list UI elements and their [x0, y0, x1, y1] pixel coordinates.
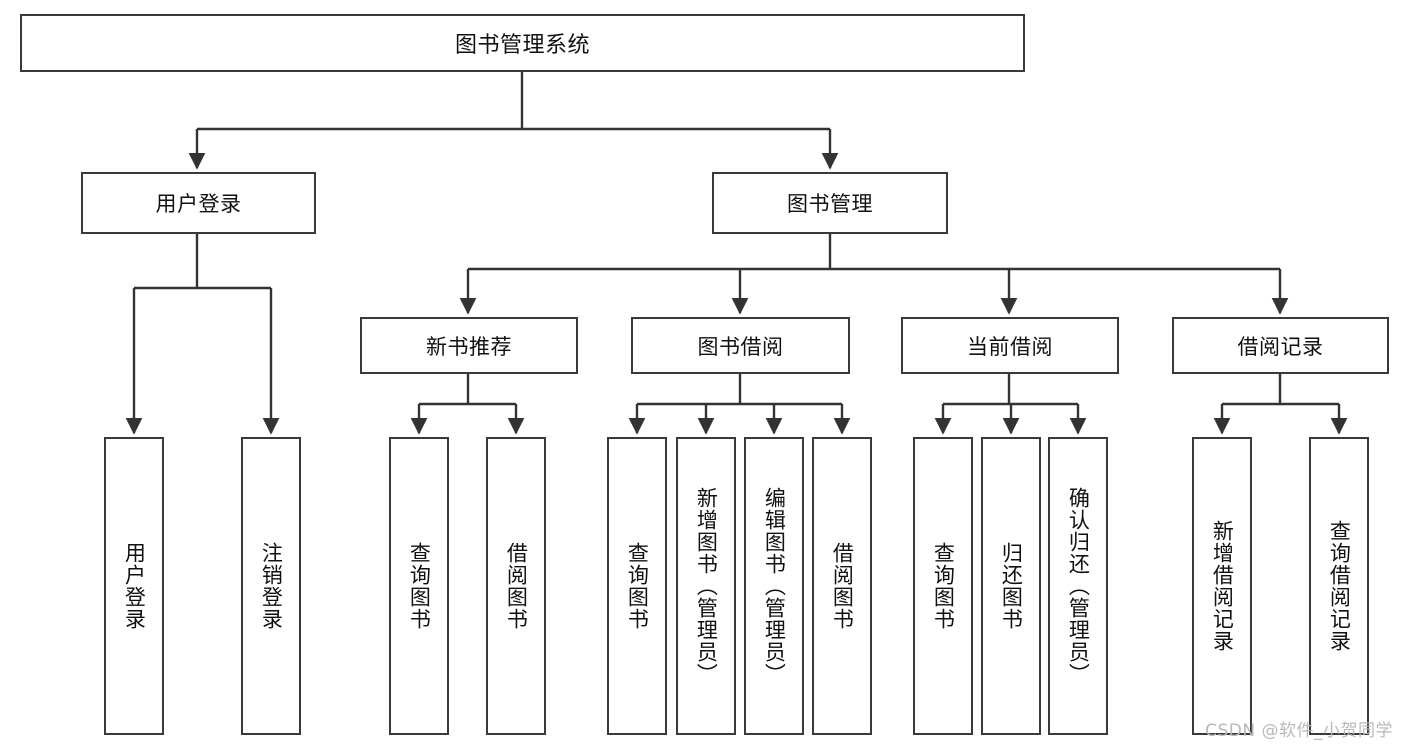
- node-book-borrow[interactable]: 图书借阅: [631, 317, 850, 374]
- node-label: 当前借阅: [967, 334, 1053, 359]
- node-borrow-record[interactable]: 借阅记录: [1172, 317, 1389, 374]
- node-label: 图书管理系统: [454, 33, 590, 58]
- node-label: 归还图书: [999, 542, 1024, 630]
- leaf-book-borrow-borrow-book[interactable]: 借阅图书: [812, 437, 872, 735]
- node-root-book-management-system[interactable]: 图书管理系统: [20, 14, 1025, 72]
- leaf-borrow-record-add-record[interactable]: 新增借阅记录: [1192, 437, 1252, 735]
- node-book-management[interactable]: 图书管理: [712, 172, 948, 234]
- leaf-current-borrow-confirm-return-admin[interactable]: 确认归还（管理员）: [1048, 437, 1108, 735]
- node-label: 借阅图书: [504, 542, 529, 630]
- leaf-user-login-login[interactable]: 用户登录: [104, 437, 164, 735]
- leaf-new-book-query-book[interactable]: 查询图书: [389, 437, 449, 735]
- node-label: 查询图书: [931, 542, 956, 630]
- node-label: 借阅图书: [830, 542, 855, 630]
- leaf-book-borrow-add-book-admin[interactable]: 新增图书（管理员）: [676, 437, 736, 735]
- node-label: 查询图书: [625, 542, 650, 630]
- node-label: 编辑图书（管理员）: [762, 487, 787, 685]
- node-label: 图书借阅: [697, 334, 784, 359]
- node-label: 查询图书: [407, 542, 432, 630]
- node-label: 用户登录: [155, 192, 242, 216]
- node-label: 新增借阅记录: [1210, 520, 1235, 652]
- node-label: 用户登录: [122, 542, 147, 630]
- node-label: 新增图书（管理员）: [694, 487, 719, 685]
- node-label: 确认归还（管理员）: [1066, 487, 1091, 685]
- node-label: 图书管理: [787, 192, 873, 216]
- leaf-current-borrow-return-book[interactable]: 归还图书: [981, 437, 1041, 735]
- csdn-watermark: CSDN @软件_小贺同学: [1205, 721, 1393, 741]
- node-label: 新书推荐: [426, 334, 512, 359]
- leaf-user-login-logout[interactable]: 注销登录: [241, 437, 301, 735]
- node-label: 借阅记录: [1237, 334, 1324, 359]
- leaf-borrow-record-query-record[interactable]: 查询借阅记录: [1309, 437, 1369, 735]
- node-label: 查询借阅记录: [1327, 520, 1352, 652]
- node-user-login[interactable]: 用户登录: [81, 172, 316, 234]
- leaf-book-borrow-edit-book-admin[interactable]: 编辑图书（管理员）: [744, 437, 804, 735]
- node-current-borrow[interactable]: 当前借阅: [901, 317, 1119, 374]
- leaf-new-book-borrow-book[interactable]: 借阅图书: [486, 437, 546, 735]
- leaf-current-borrow-query-book[interactable]: 查询图书: [913, 437, 973, 735]
- node-new-book-recommend[interactable]: 新书推荐: [360, 317, 578, 374]
- leaf-book-borrow-query-book[interactable]: 查询图书: [607, 437, 667, 735]
- node-label: 注销登录: [259, 542, 284, 630]
